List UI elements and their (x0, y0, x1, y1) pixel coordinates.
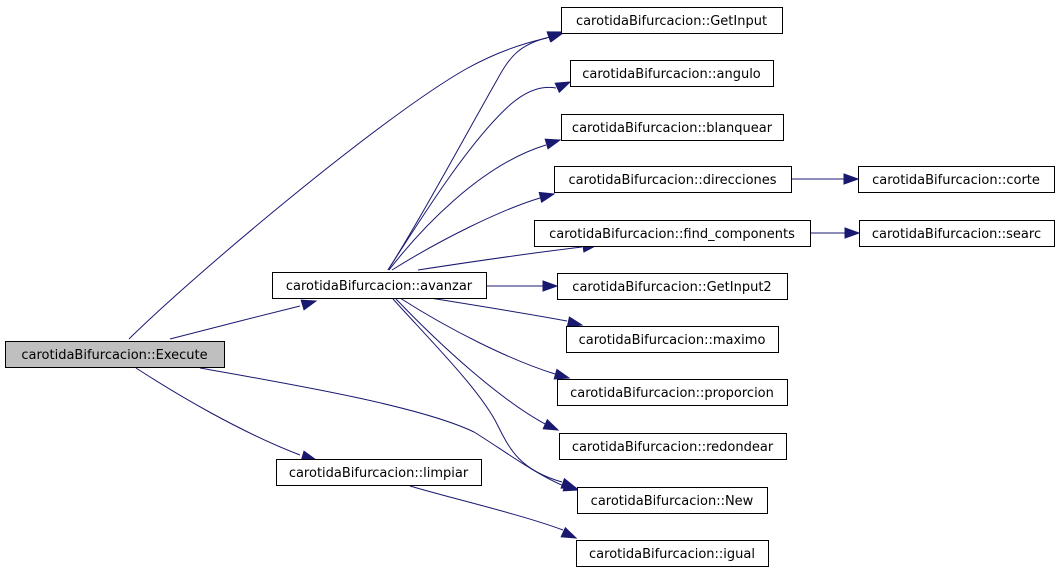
edges-layer (128, 31, 861, 539)
node-label: carotidaBifurcacion::igual (589, 547, 755, 562)
node-box[interactable] (561, 7, 783, 34)
node-box[interactable] (534, 220, 811, 247)
node-label: carotidaBifurcacion::blanquear (572, 121, 773, 136)
edge-line (409, 485, 564, 531)
node-getinput2[interactable]: carotidaBifurcacion::GetInput2 (557, 273, 788, 300)
node-label: carotidaBifurcacion::GetInput (576, 14, 767, 29)
node-box[interactable] (576, 540, 769, 567)
edge-avanzar-to-getinput2 (485, 280, 559, 292)
edge-avanzar-to-getinput (387, 31, 565, 271)
node-label: carotidaBifurcacion::redondear (572, 440, 774, 455)
edge-arrowhead (538, 191, 556, 204)
node-new[interactable]: carotidaBifurcacion::New (577, 487, 768, 514)
node-label: carotidaBifurcacion::searc (872, 227, 1041, 242)
edge-avanzar-to-proporcion (399, 297, 571, 380)
node-box[interactable] (561, 114, 784, 141)
node-box[interactable] (5, 341, 225, 368)
node-box[interactable] (554, 166, 792, 193)
node-direcciones[interactable]: carotidaBifurcacion::direcciones (554, 166, 792, 193)
edge-avanzar-to-direcciones (391, 191, 556, 271)
node-label: carotidaBifurcacion::direcciones (568, 173, 776, 188)
node-label: carotidaBifurcacion::Execute (21, 348, 207, 363)
edge-direcciones-to-corte (791, 173, 860, 185)
node-blanquear[interactable]: carotidaBifurcacion::blanquear (561, 114, 784, 141)
edge-line (169, 305, 301, 340)
edge-line (417, 246, 583, 271)
node-igual[interactable]: carotidaBifurcacion::igual (576, 540, 769, 567)
node-maximo[interactable]: carotidaBifurcacion::maximo (566, 326, 779, 353)
nodes-layer: carotidaBifurcacion::ExecutecarotidaBifu… (5, 7, 1055, 567)
edge-line (128, 37, 548, 340)
edge-avanzar-to-new (392, 298, 578, 489)
edge-line (392, 298, 563, 483)
edge-arrowhead (843, 173, 860, 185)
edge-line (391, 197, 541, 271)
node-label: carotidaBifurcacion::find_components (549, 227, 795, 242)
node-box[interactable] (557, 379, 788, 406)
node-box[interactable] (557, 273, 788, 300)
node-box[interactable] (858, 166, 1055, 193)
edge-execute-to-limpiar (135, 367, 318, 462)
node-box[interactable] (570, 60, 774, 87)
edge-arrowhead (566, 316, 584, 328)
node-label: carotidaBifurcacion::corte (872, 173, 1040, 188)
node-find_components[interactable]: carotidaBifurcacion::find_components (534, 220, 811, 247)
node-label: carotidaBifurcacion::proporcion (570, 386, 774, 401)
edge-arrowhead (544, 138, 562, 150)
node-getinput[interactable]: carotidaBifurcacion::GetInput (561, 7, 783, 34)
edge-line (387, 86, 557, 271)
edge-line (387, 36, 551, 271)
node-label: carotidaBifurcacion::New (591, 494, 754, 509)
edge-arrowhead (560, 477, 578, 489)
edge-execute-to-avanzar (169, 299, 318, 340)
edge-avanzar-to-blanquear (388, 138, 562, 271)
node-execute[interactable]: carotidaBifurcacion::Execute (5, 341, 225, 368)
edge-arrowhead (547, 31, 565, 43)
node-box[interactable] (272, 272, 487, 299)
node-corte[interactable]: carotidaBifurcacion::corte (858, 166, 1055, 193)
node-label: carotidaBifurcacion::avanzar (286, 279, 473, 294)
edge-arrowhead (553, 368, 571, 380)
node-box[interactable] (559, 433, 787, 460)
edge-find_components-to-searc (810, 227, 861, 239)
edge-limpiar-to-igual (409, 485, 578, 539)
node-avanzar[interactable]: carotidaBifurcacion::avanzar (272, 272, 487, 299)
edge-avanzar-to-redondear (395, 298, 560, 431)
node-searc[interactable]: carotidaBifurcacion::searc (859, 220, 1055, 247)
node-box[interactable] (276, 459, 482, 486)
edge-avanzar-to-angulo (387, 81, 572, 271)
node-proporcion[interactable]: carotidaBifurcacion::proporcion (557, 379, 788, 406)
node-box[interactable] (566, 326, 779, 353)
node-box[interactable] (859, 220, 1055, 247)
node-box[interactable] (577, 487, 768, 514)
node-label: carotidaBifurcacion::angulo (582, 67, 761, 82)
edge-arrowhead (554, 81, 572, 94)
edge-arrowhead (300, 299, 318, 311)
edge-line (399, 297, 556, 375)
edge-arrowhead (542, 280, 559, 292)
edge-line (429, 297, 568, 322)
edge-arrowhead (542, 418, 560, 431)
node-redondear[interactable]: carotidaBifurcacion::redondear (559, 433, 787, 460)
node-label: carotidaBifurcacion::maximo (579, 333, 766, 348)
edge-line (395, 298, 548, 426)
node-limpiar[interactable]: carotidaBifurcacion::limpiar (276, 459, 482, 486)
node-label: carotidaBifurcacion::limpiar (289, 466, 469, 481)
edge-line (135, 367, 301, 456)
node-label: carotidaBifurcacion::GetInput2 (572, 280, 771, 295)
edge-arrowhead (560, 526, 578, 539)
edge-line (388, 144, 547, 271)
node-angulo[interactable]: carotidaBifurcacion::angulo (570, 60, 774, 87)
edge-arrowhead (844, 227, 861, 239)
edge-avanzar-to-maximo (429, 297, 584, 328)
